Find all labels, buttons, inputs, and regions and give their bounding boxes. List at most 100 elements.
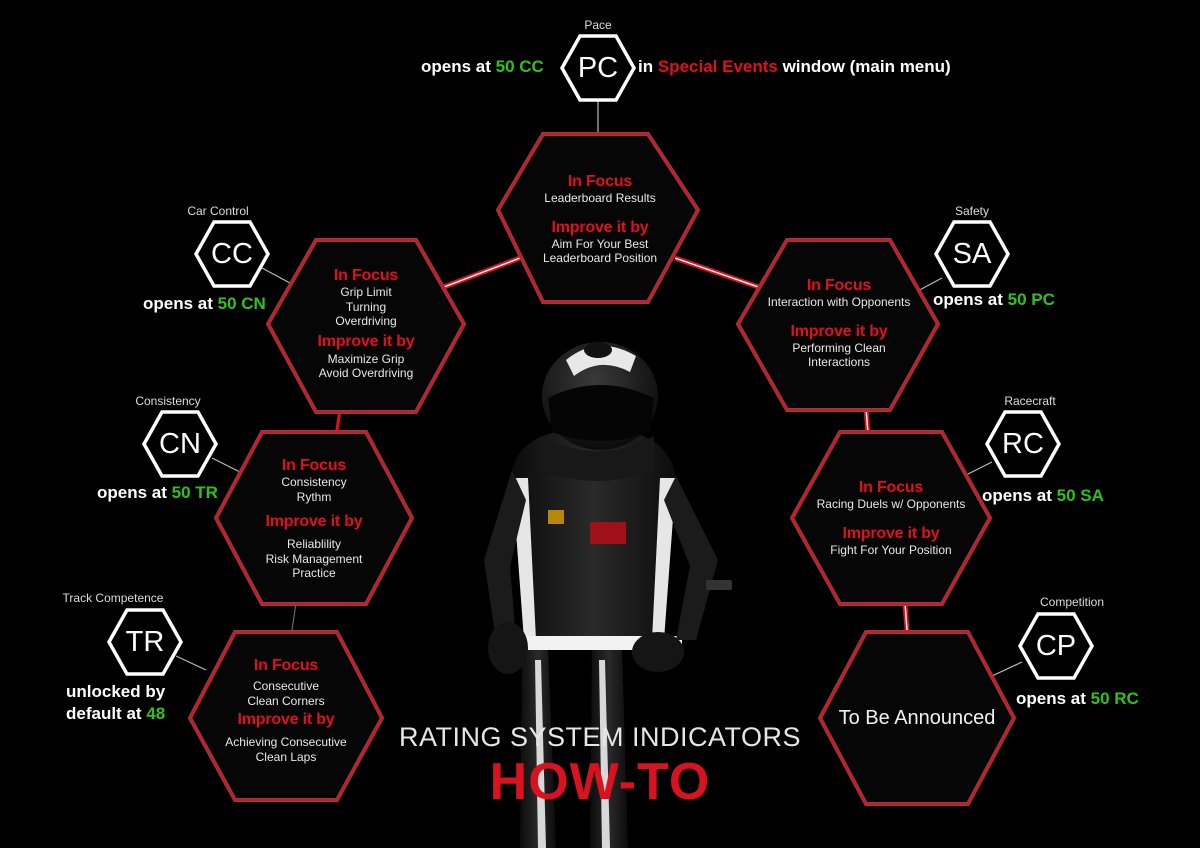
cc-note-value: 50 CN — [217, 294, 266, 313]
tr-focus-heading: In Focus — [253, 657, 319, 674]
page-title: RATING SYSTEM INDICATORS — [398, 722, 802, 752]
cn-improve-heading: Improve it by — [265, 512, 363, 530]
badge-rc-shape — [984, 410, 1062, 478]
sa-unlock-note: opens at 50 PC — [933, 290, 1055, 310]
sa-code-badge: SA — [952, 238, 992, 270]
rc-improve-line-1: Fight For Your Position — [830, 542, 952, 557]
pc-hex-content: In Focus Leaderboard Results Improve it … — [505, 172, 695, 266]
badge-cn-shape — [141, 410, 219, 478]
cc-improve-line-2: Avoid Overdriving — [318, 365, 414, 380]
tr-improve-heading: Improve it by — [237, 710, 335, 728]
hex-rc — [789, 430, 993, 606]
cn-improve-line-1: Reliablility — [286, 537, 342, 552]
cc-note-before: opens at — [143, 294, 218, 313]
sa-improve-heading: Improve it by — [790, 322, 888, 340]
tr-improve-line-1: Achieving Consecutive — [225, 735, 347, 750]
page-subtitle: HOW-TO — [489, 753, 711, 811]
sa-note-value: 50 PC — [1007, 290, 1055, 309]
hex-cn — [213, 430, 415, 606]
cc-code-badge: CC — [211, 238, 253, 270]
cp-status-text: To Be Announced — [838, 707, 996, 729]
tr-unlock-note: unlocked by default at 48 — [66, 681, 165, 725]
tr-note-before: default at — [66, 704, 147, 723]
cn-improve-line-2: Risk Management — [265, 551, 363, 566]
cn-hex-content: In Focus Consistency Rythm Improve it by… — [228, 456, 400, 580]
tr-improve-line-2: Clean Laps — [255, 749, 317, 764]
cn-note-before: opens at — [97, 483, 172, 502]
cc-indicator-name: Car Control — [187, 204, 249, 218]
rc-note-before: opens at — [982, 486, 1057, 505]
cp-indicator-name: Competition — [1039, 595, 1105, 609]
rc-hex-content: In Focus Racing Duels w/ Opponents Impro… — [800, 478, 982, 557]
tr-focus-line-2: Clean Corners — [247, 693, 325, 708]
cn-focus-line-1: Consistency — [281, 475, 347, 490]
sa-focus-heading: In Focus — [806, 277, 872, 294]
cc-focus-line-3: Overdriving — [335, 313, 397, 328]
pc-improve-line-2: Leaderboard Position — [542, 251, 658, 266]
hex-cc — [265, 238, 467, 414]
pc-unlock-location: in Special Events window (main menu) — [638, 57, 951, 77]
cp-note-value: 50 RC — [1090, 689, 1139, 708]
cn-unlock-note: opens at 50 TR — [97, 483, 218, 503]
pc-note-value: 50 CC — [495, 57, 544, 76]
cc-improve-line-1: Maximize Grip — [327, 351, 405, 366]
racing-driver-figure — [484, 342, 732, 848]
sa-indicator-name: Safety — [954, 204, 990, 218]
badge-cp-shape — [1017, 612, 1095, 680]
pc-code-badge: PC — [577, 52, 619, 84]
cn-focus-heading: In Focus — [281, 457, 347, 474]
badge-cc-shape — [193, 220, 271, 288]
cn-note-value: 50 TR — [171, 483, 218, 502]
rc-unlock-note: opens at 50 SA — [982, 486, 1104, 506]
tr-hex-content: In Focus Consecutive Clean Corners Impro… — [200, 656, 372, 764]
tr-note-line-2: default at 48 — [66, 703, 165, 725]
cn-focus-line-2: Rythm — [296, 489, 332, 504]
cc-focus-line-1: Grip Limit — [340, 285, 392, 300]
sa-improve-line-1: Performing Clean — [792, 340, 886, 355]
cp-note-before: opens at — [1016, 689, 1091, 708]
hex-sa — [735, 238, 941, 412]
rc-indicator-name: Racecraft — [1004, 394, 1056, 408]
cc-improve-heading: Improve it by — [317, 333, 415, 351]
pc-note-after: window (main menu) — [777, 57, 951, 76]
cc-focus-line-2: Turning — [345, 299, 387, 314]
pc-focus-heading: In Focus — [567, 173, 633, 190]
pc-note-highlight: Special Events — [657, 57, 778, 76]
hex-pc — [495, 132, 701, 304]
badge-pc-shape — [559, 34, 637, 102]
badge-tr-shape — [106, 608, 184, 676]
rc-improve-heading: Improve it by — [842, 524, 940, 542]
pc-unlock-note: opens at 50 CC — [421, 57, 544, 77]
sa-note-before: opens at — [933, 290, 1008, 309]
tr-focus-line-1: Consecutive — [252, 679, 320, 694]
cp-code-badge: CP — [1035, 630, 1077, 662]
cn-code-badge: CN — [159, 428, 201, 460]
tr-note-value: 48 — [146, 704, 166, 723]
pc-note-before: opens at — [421, 57, 496, 76]
hex-cp — [817, 630, 1017, 806]
cc-hex-content: In Focus Grip Limit Turning Overdriving … — [280, 266, 452, 380]
sa-improve-line-2: Interactions — [807, 355, 871, 370]
pc-note-middle: in — [638, 57, 658, 76]
cn-improve-line-3: Practice — [292, 565, 336, 580]
sa-hex-content: In Focus Interaction with Opponents Impr… — [748, 276, 930, 370]
cc-focus-heading: In Focus — [333, 267, 399, 284]
rc-focus-text: Racing Duels w/ Opponents — [816, 497, 966, 512]
tr-code-badge: TR — [125, 626, 165, 658]
cc-unlock-note: opens at 50 CN — [143, 294, 266, 314]
rc-code-badge: RC — [1002, 428, 1044, 460]
rc-focus-heading: In Focus — [858, 479, 924, 496]
pc-improve-line-1: Aim For Your Best — [551, 236, 649, 251]
sa-focus-text: Interaction with Opponents — [767, 295, 911, 310]
pc-indicator-name: Pace — [584, 18, 612, 32]
pc-improve-heading: Improve it by — [551, 218, 649, 236]
tr-indicator-name: Track Competence — [62, 591, 164, 605]
cp-unlock-note: opens at 50 RC — [1016, 689, 1139, 709]
badge-sa-shape — [933, 220, 1011, 288]
rc-note-value: 50 SA — [1056, 486, 1104, 505]
cn-indicator-name: Consistency — [135, 394, 201, 408]
pc-focus-text: Leaderboard Results — [544, 191, 656, 206]
hex-tr — [187, 630, 385, 802]
